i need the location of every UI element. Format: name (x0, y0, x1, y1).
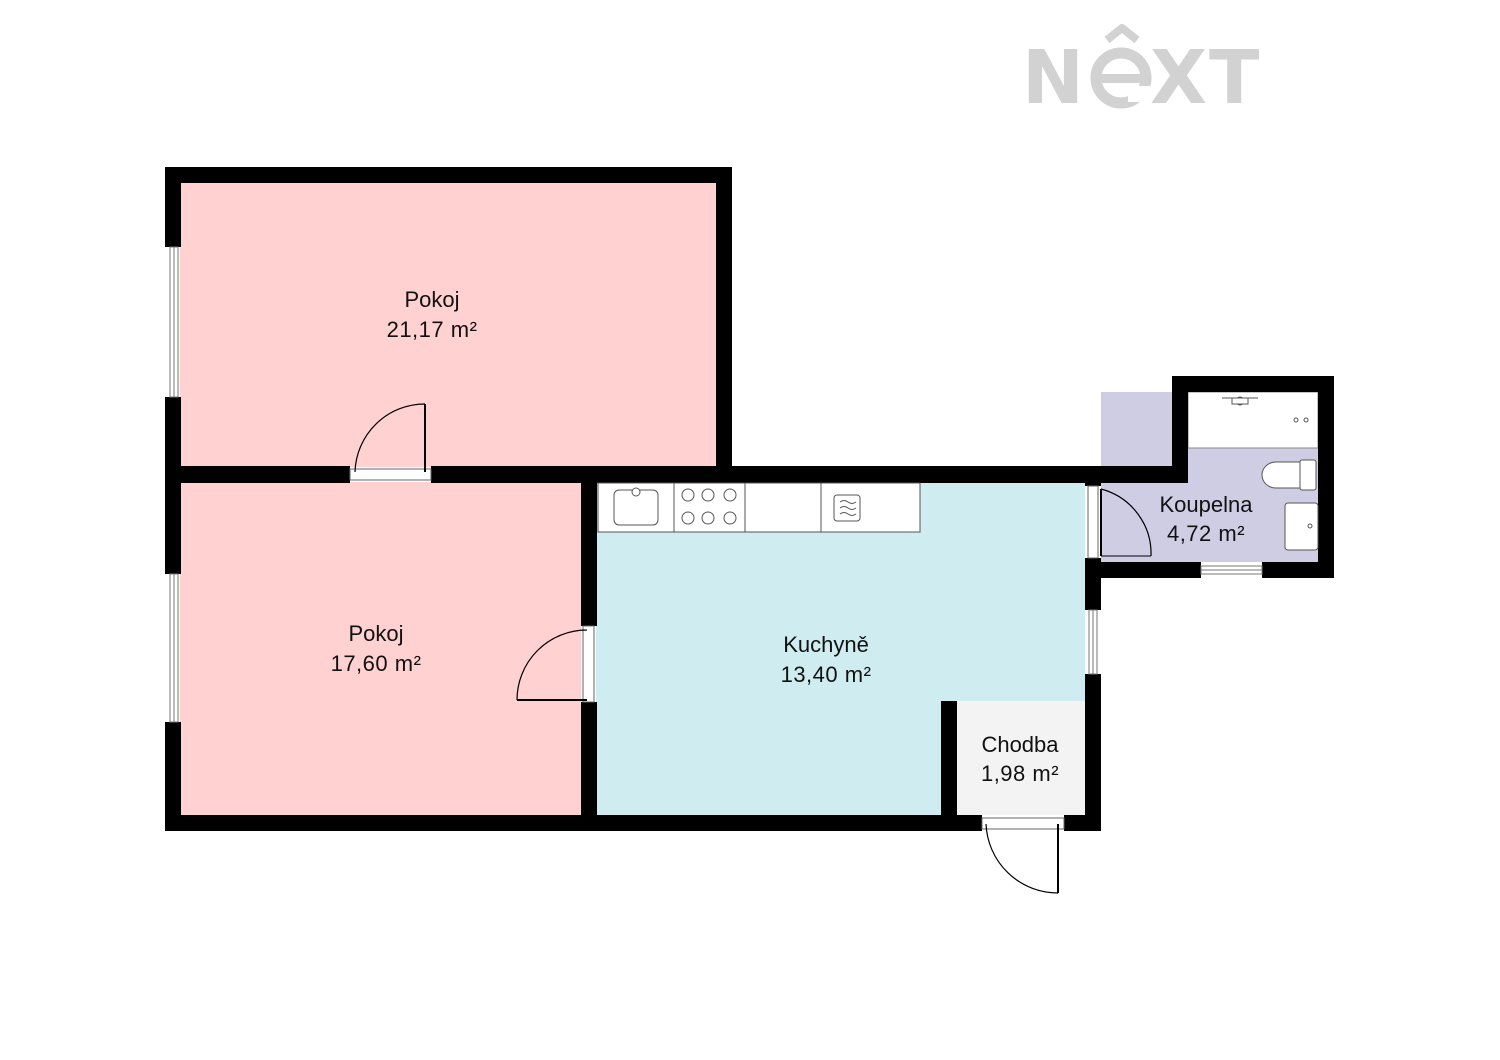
room-label-chodba: Chodba 1,98 m² (981, 732, 1059, 786)
room-area: 13,40 m² (781, 662, 872, 687)
logo-e-mark (1090, 24, 1152, 109)
door-entrance (981, 817, 1065, 894)
sink-icon (613, 487, 659, 526)
room-name: Koupelna (1160, 492, 1254, 517)
next-logo: N XT (1022, 24, 1262, 121)
room-label-pokoj-1: Pokoj 21,17 m² (387, 287, 478, 342)
shower-tap-icon (1222, 396, 1309, 423)
logo-text-right: XT (1150, 35, 1262, 121)
toilet-icon (1261, 459, 1317, 491)
microwave-icon (833, 494, 861, 522)
floor-pokoj-2 (180, 482, 581, 815)
floor-chodba (957, 701, 1085, 815)
room-area: 21,17 m² (387, 317, 478, 342)
bathroom-fixtures (1222, 396, 1319, 551)
stove-icon (681, 488, 737, 525)
door-pokoj-2 (516, 625, 595, 703)
door-koupelna (1087, 485, 1152, 559)
room-name: Pokoj (404, 287, 459, 312)
room-name: Kuchyně (783, 632, 869, 657)
room-area: 4,72 m² (1167, 521, 1245, 546)
room-label-koupelna: Koupelna 4,72 m² (1160, 492, 1254, 546)
doors (349, 403, 1152, 894)
floor-pokoj-1 (180, 182, 717, 467)
room-name: Pokoj (348, 621, 403, 646)
door-pokoj-1 (349, 403, 432, 481)
walls (165, 167, 1334, 831)
washbasin-icon (1284, 502, 1319, 551)
windows (169, 246, 1263, 723)
logo-text-left: N (1022, 35, 1086, 121)
room-area: 17,60 m² (331, 651, 422, 676)
room-area: 1,98 m² (981, 761, 1059, 786)
room-label-kuchyne: Kuchyně 13,40 m² (781, 632, 872, 687)
room-name: Chodba (981, 732, 1059, 757)
kitchen-counter (597, 482, 921, 533)
room-label-pokoj-2: Pokoj 17,60 m² (331, 621, 422, 676)
